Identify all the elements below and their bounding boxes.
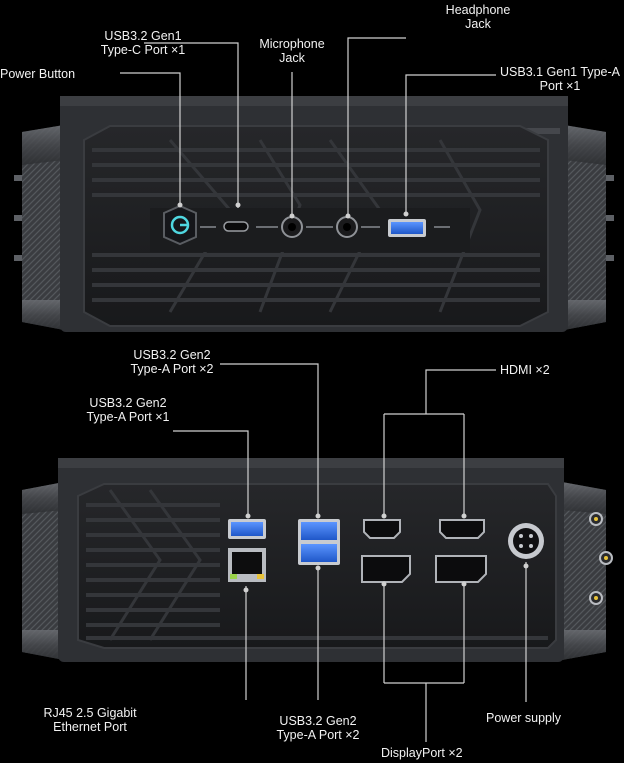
label-headphone: Headphone Jack (445, 3, 511, 31)
label-hdmi: HDMI ×2 (500, 363, 550, 377)
label-usb32-gen2-x2-top: USB3.2 Gen2 Type-A Port ×2 (130, 348, 214, 376)
label-power-button: Power Button (0, 67, 76, 81)
label-rj45: RJ45 2.5 Gigabit Ethernet Port (43, 706, 137, 734)
antenna-connectors (589, 512, 613, 605)
leader-lines (120, 37, 527, 742)
label-displayport: DisplayPort ×2 (381, 746, 463, 760)
usb-c-port[interactable] (223, 221, 249, 232)
rear-unit (22, 458, 613, 662)
displayport-1[interactable] (361, 555, 411, 583)
front-left-cap (22, 125, 64, 330)
rear-right-cap (562, 482, 606, 660)
front-ribs (92, 148, 540, 302)
label-usb31-type-a: USB3.1 Gen1 Type-A Port ×1 (500, 65, 620, 93)
hdmi-port-1[interactable] (363, 519, 401, 539)
label-usb32-gen2-x1: USB3.2 Gen2 Type-A Port ×1 (86, 396, 170, 424)
label-usb-c: USB3.2 Gen1 Type-C Port ×1 (100, 29, 186, 57)
label-microphone: Microphone Jack (259, 37, 325, 65)
rear-left-cap (22, 482, 64, 660)
label-usb32-gen2-x2-bottom: USB3.2 Gen2 Type-A Port ×2 (276, 714, 360, 742)
label-power-supply: Power supply (486, 711, 562, 725)
hdmi-port-2[interactable] (439, 519, 485, 539)
displayport-2[interactable] (435, 555, 487, 583)
front-unit (14, 96, 614, 332)
front-right-cap (564, 125, 606, 330)
